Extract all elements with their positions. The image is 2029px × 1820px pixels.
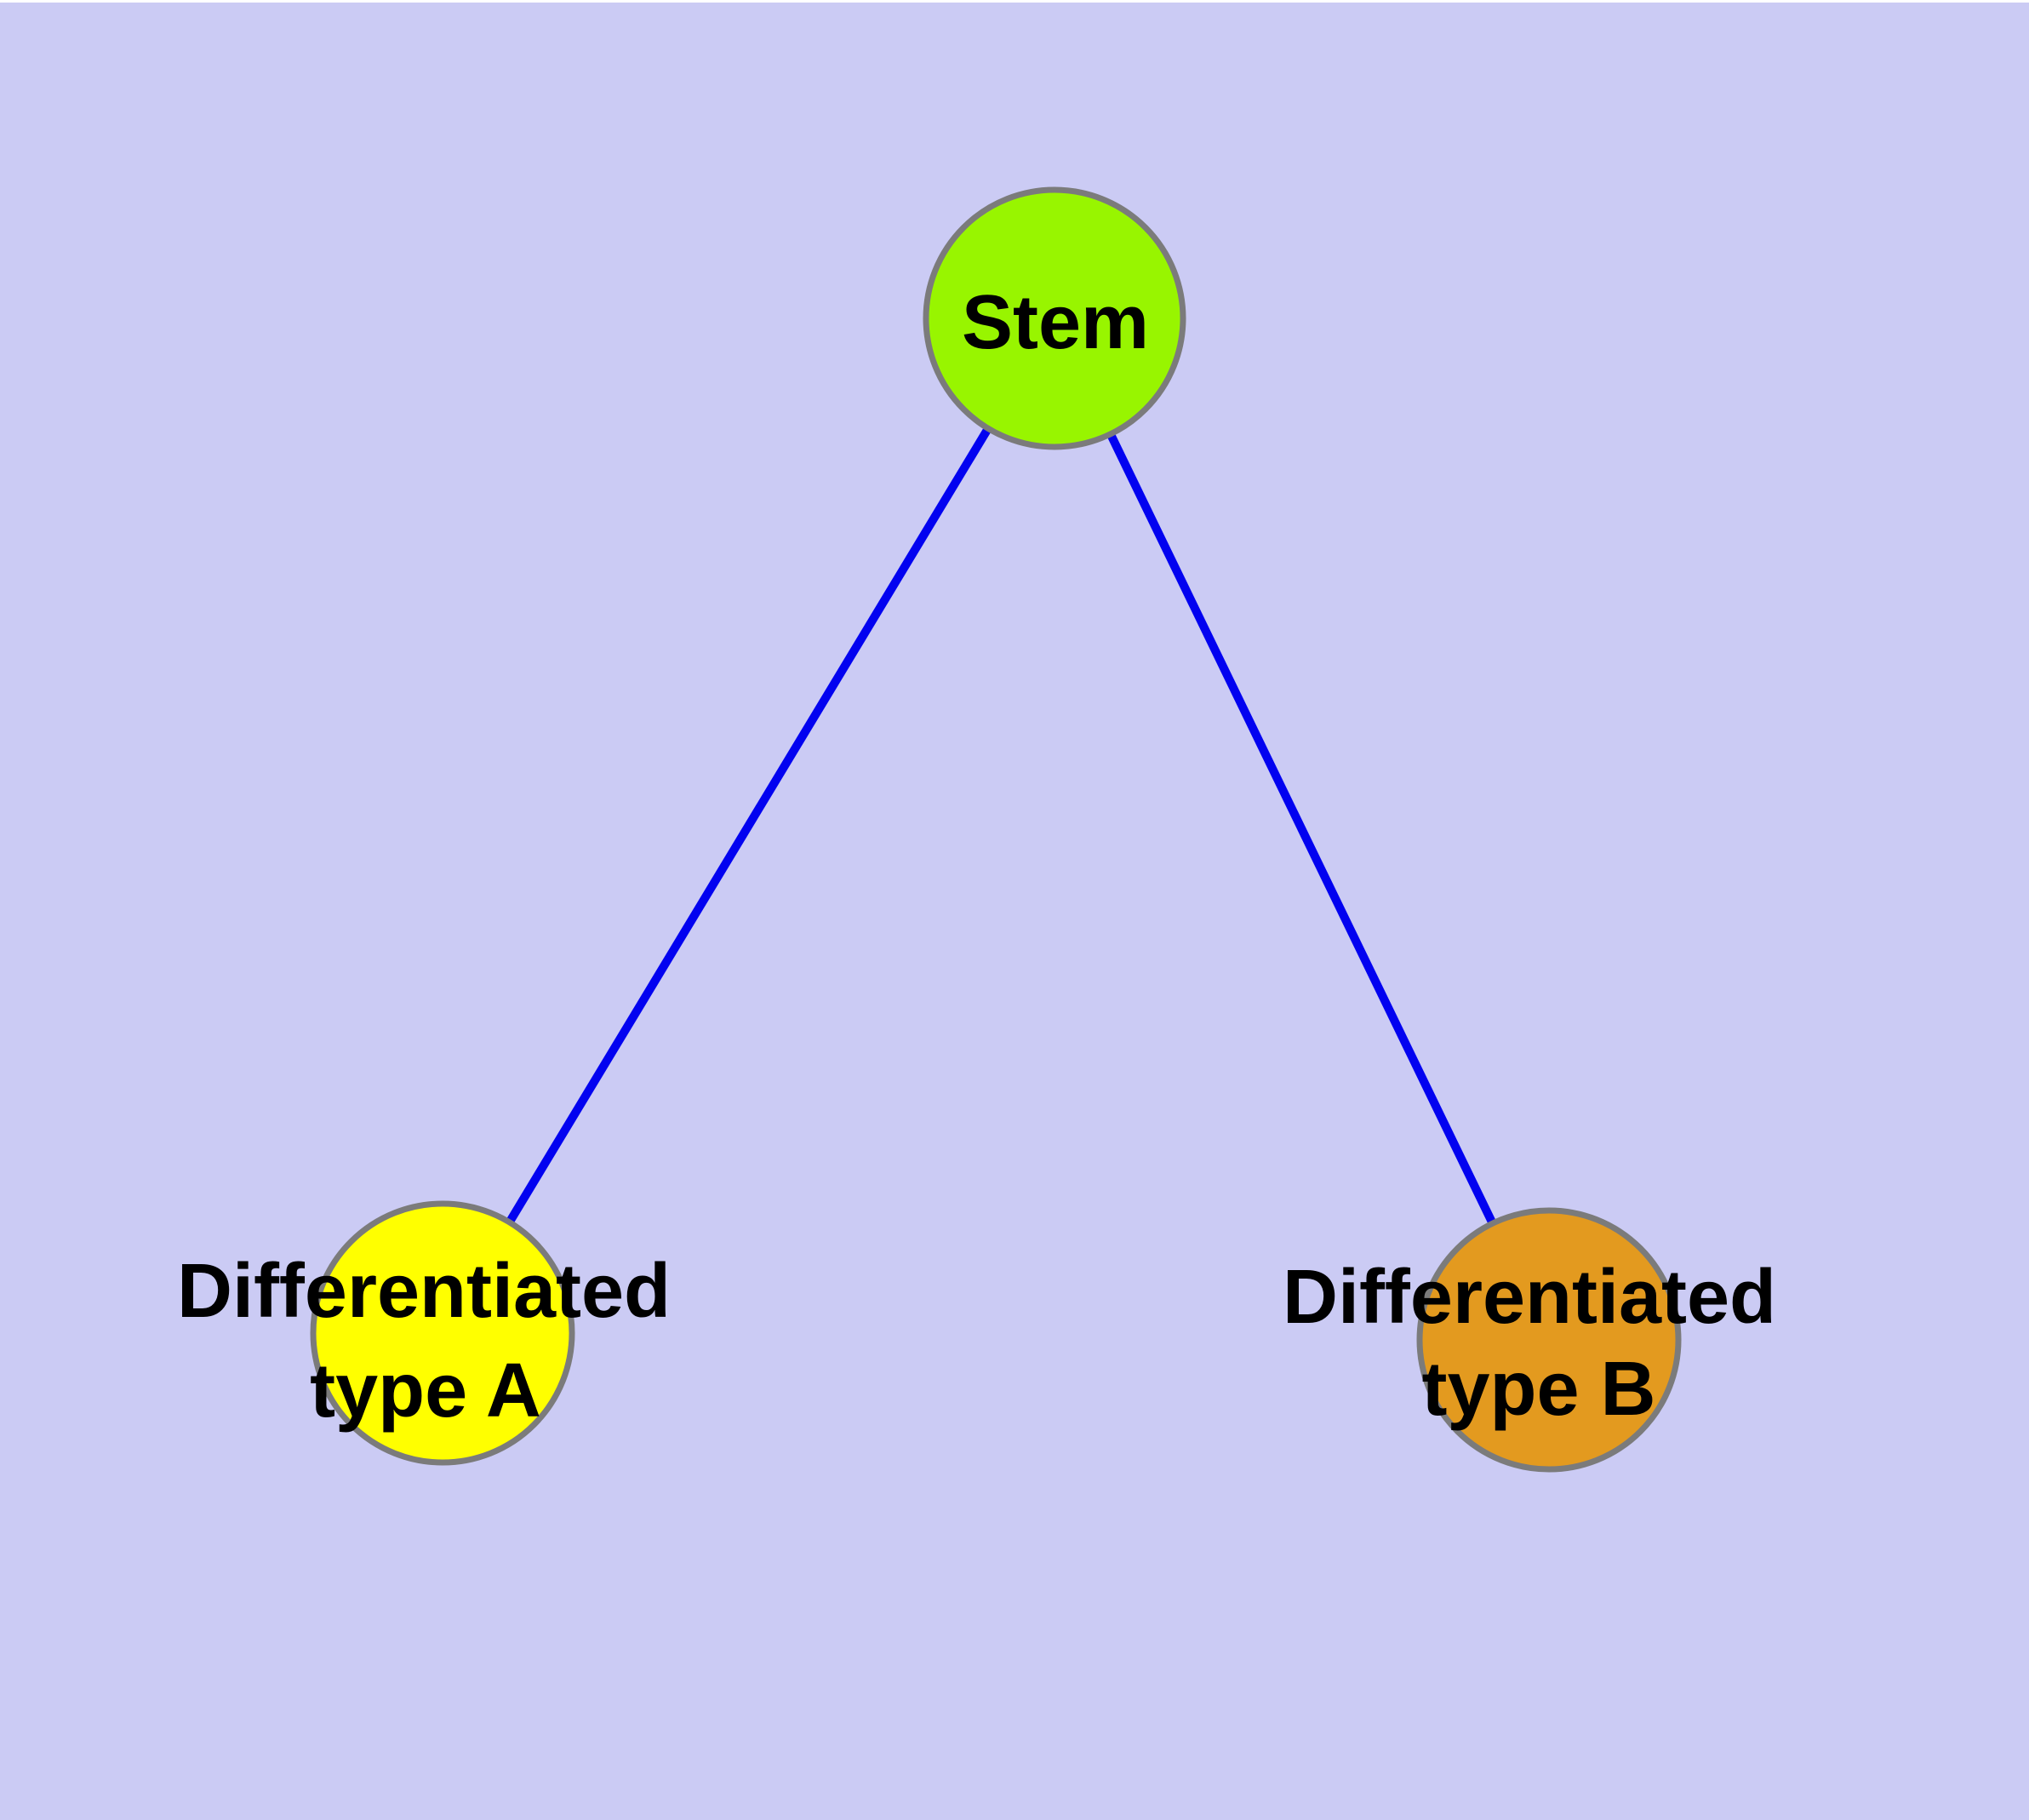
node-type-b-label-line2: type B <box>1421 1347 1655 1432</box>
node-differentiated-type-a <box>310 1200 575 1466</box>
node-type-a-label-line1: Differentiated <box>177 1249 671 1334</box>
node-type-a-label-line2: type A <box>310 1348 541 1434</box>
edge-stem-to-type-a <box>438 316 1059 1336</box>
node-type-b-label-line1: Differentiated <box>1283 1255 1776 1340</box>
node-stem <box>923 186 1186 450</box>
node-differentiated-type-b <box>1416 1207 1682 1473</box>
node-stem-label: Stem <box>962 280 1149 365</box>
edge-stem-to-type-b <box>1050 316 1553 1342</box>
